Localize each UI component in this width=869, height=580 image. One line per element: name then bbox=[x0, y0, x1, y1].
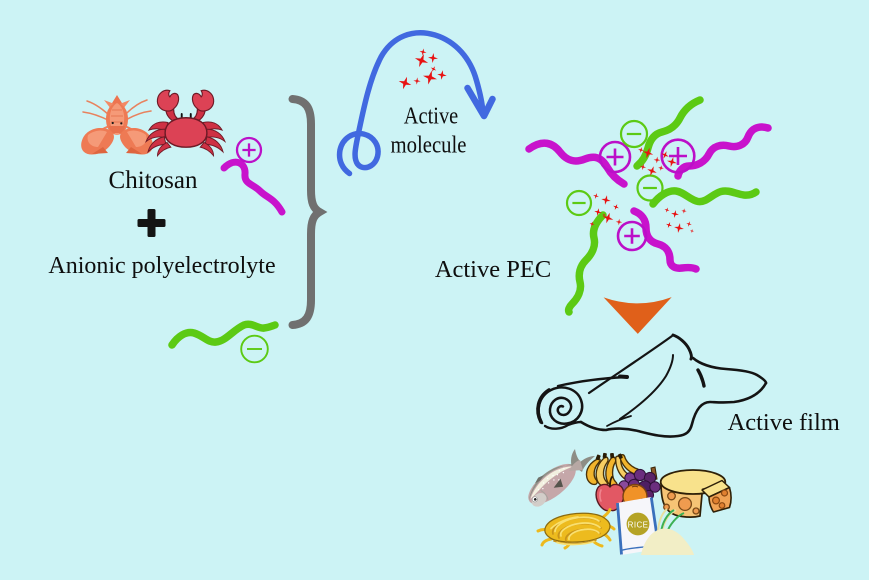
svg-text:Anionic polyelectrolyte: Anionic polyelectrolyte bbox=[48, 253, 275, 279]
svg-text:RICE: RICE bbox=[628, 520, 649, 529]
svg-text:molecule: molecule bbox=[391, 132, 467, 158]
svg-text:Active: Active bbox=[404, 103, 459, 129]
svg-text:Chitosan: Chitosan bbox=[109, 167, 198, 194]
svg-text:Active film: Active film bbox=[728, 409, 840, 436]
svg-text:Active PEC: Active PEC bbox=[435, 256, 551, 283]
